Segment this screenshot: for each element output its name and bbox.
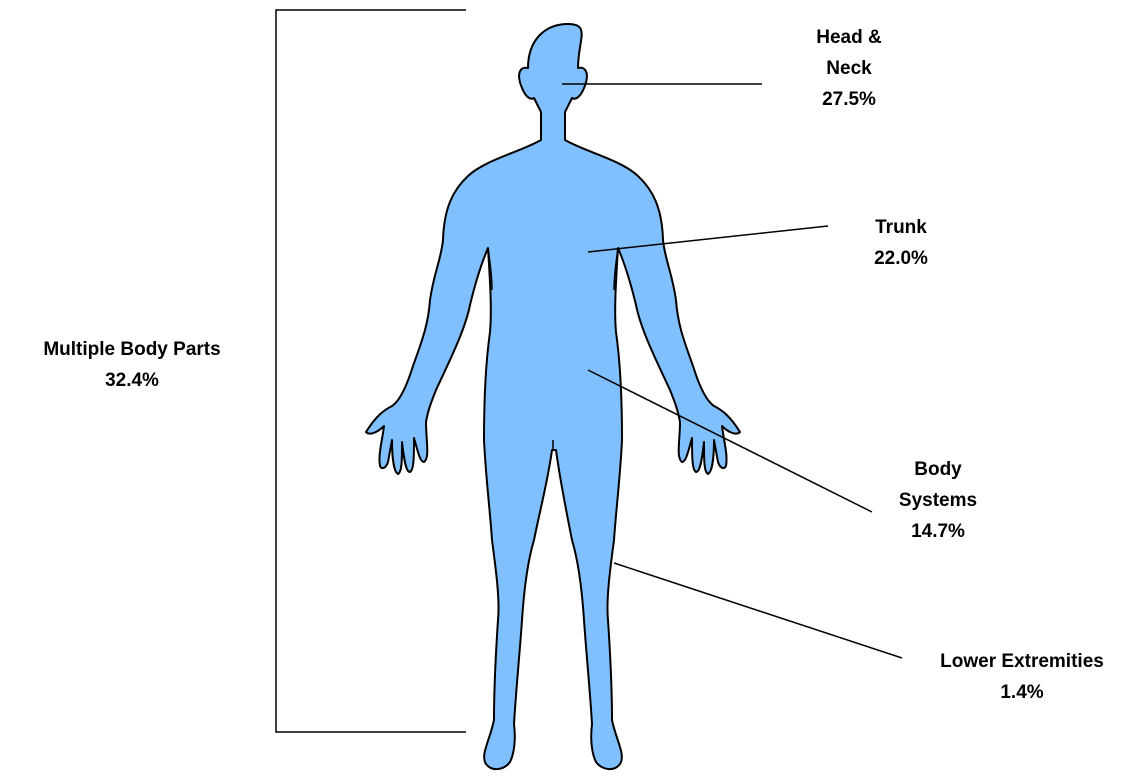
head-neck-name-line1: Head & <box>794 22 904 53</box>
head-neck-name-line2: Neck <box>794 53 904 84</box>
trunk-name: Trunk <box>846 212 956 243</box>
human-body-silhouette <box>366 24 740 769</box>
body-systems-name-line2: Systems <box>878 485 998 516</box>
trunk-value: 22.0% <box>846 243 956 274</box>
head-neck-label: Head & Neck 27.5% <box>794 22 904 115</box>
lower-extremities-leader-line <box>614 563 902 658</box>
lower-extremities-label: Lower Extremities 1.4% <box>902 646 1142 708</box>
lower-extremities-value: 1.4% <box>902 677 1142 708</box>
body-systems-leader-line <box>588 370 872 512</box>
multiple-body-parts-label: Multiple Body Parts 32.4% <box>0 334 264 396</box>
head-neck-value: 27.5% <box>794 84 904 115</box>
multiple-body-parts-name: Multiple Body Parts <box>0 334 264 365</box>
lower-extremities-name: Lower Extremities <box>902 646 1142 677</box>
body-systems-name-line1: Body <box>878 454 998 485</box>
body-systems-label: Body Systems 14.7% <box>878 454 998 547</box>
trunk-label: Trunk 22.0% <box>846 212 956 274</box>
multiple-body-parts-value: 32.4% <box>0 365 264 396</box>
body-systems-value: 14.7% <box>878 516 998 547</box>
